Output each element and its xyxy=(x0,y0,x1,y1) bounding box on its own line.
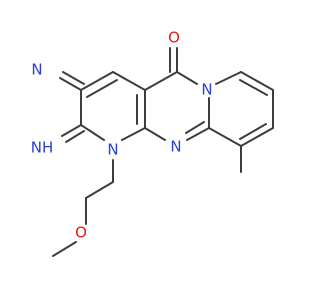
imine-nh-label: NH xyxy=(31,139,54,157)
bond xyxy=(62,71,85,85)
bond xyxy=(86,79,118,98)
nitrile-nitrogen-label: N xyxy=(31,61,42,79)
bond xyxy=(215,71,242,85)
bridgehead-nitrogen-label: N xyxy=(201,81,212,99)
bond xyxy=(239,79,268,96)
molecule-structure: N O N N N NH O xyxy=(31,29,274,257)
bond xyxy=(85,181,114,199)
bond xyxy=(52,241,77,257)
bonds xyxy=(52,47,274,257)
ether-oxygen-label: O xyxy=(75,224,87,242)
middle-ring-nitrogen-label: N xyxy=(170,138,181,156)
bond xyxy=(240,71,274,91)
bond xyxy=(65,130,85,143)
bond xyxy=(144,127,166,141)
bond xyxy=(186,127,210,141)
bond xyxy=(112,71,146,91)
bond xyxy=(80,71,114,91)
bond xyxy=(121,127,146,141)
ring-nitrogen-label: N xyxy=(107,141,118,159)
bond xyxy=(176,71,198,85)
carbonyl-oxygen-label: O xyxy=(168,29,180,47)
atom-labels: N O N N N NH O xyxy=(31,29,213,242)
bond xyxy=(59,77,82,91)
bond xyxy=(185,121,205,134)
bond xyxy=(61,124,82,137)
bond xyxy=(239,123,267,140)
bond xyxy=(208,127,242,147)
bond xyxy=(240,127,274,147)
bond xyxy=(144,71,178,91)
bond xyxy=(80,124,105,141)
molecule-canvas: N O N N N NH O xyxy=(30,28,274,257)
